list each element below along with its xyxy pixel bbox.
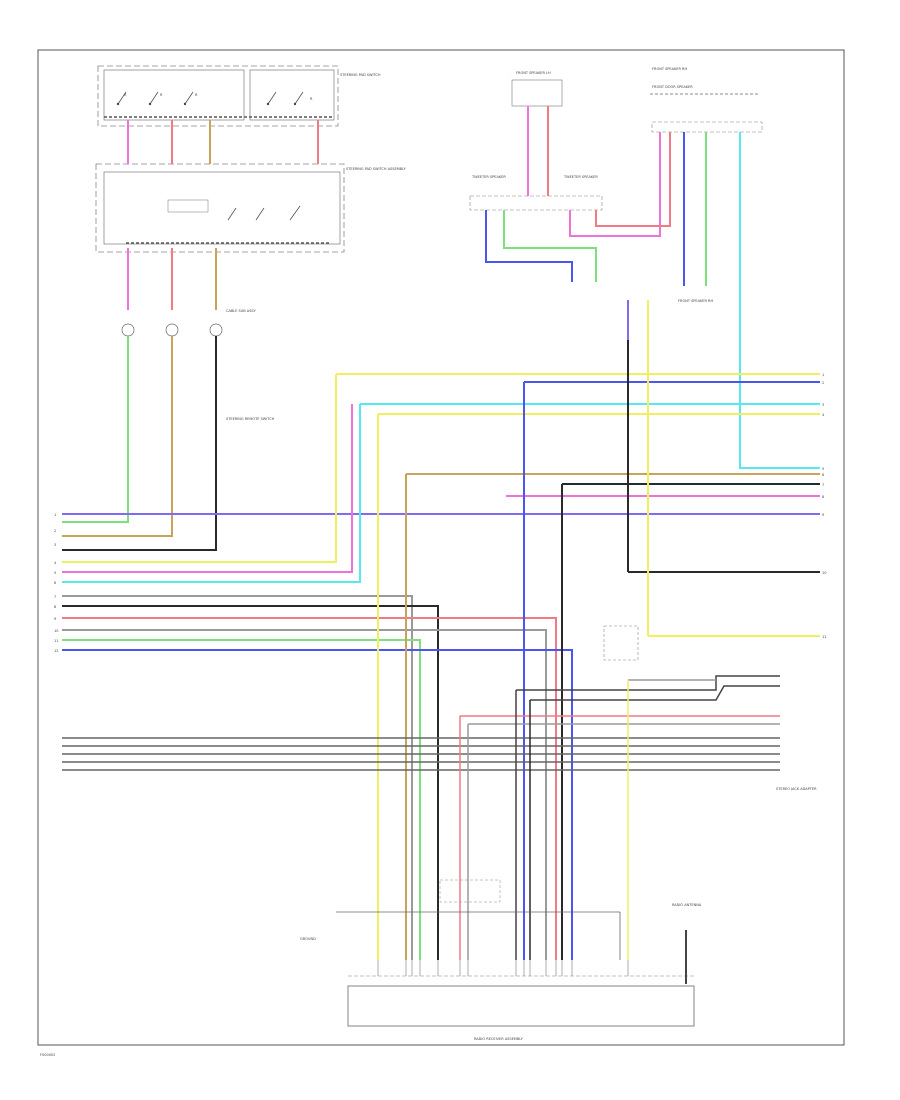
- horizontal-bus: [62, 300, 820, 637]
- figure-id: F000002: [40, 1053, 55, 1057]
- front-speaker-rh-2-label: FRONT SPEAKER RH: [678, 299, 713, 303]
- svg-text:2: 2: [822, 381, 824, 385]
- svg-text:10: 10: [822, 571, 826, 575]
- cable-sub-assy-label: CABLE SUB ASSY: [226, 309, 257, 313]
- tweeter-lh-label-2: TWEETER SPEAKER: [563, 175, 598, 179]
- left-bus-wires: [62, 374, 573, 960]
- front-speaker-rh-block: FRONT SPEAKER RH FRONT DOOR SPEAKER: [650, 67, 763, 133]
- svg-text:R: R: [310, 97, 313, 101]
- svg-text:R: R: [124, 93, 127, 97]
- svg-text:4: 4: [822, 413, 825, 417]
- svg-text:3: 3: [822, 403, 824, 407]
- steering-pad-switch-block: R R R R: [97, 65, 339, 127]
- svg-text:1: 1: [54, 513, 56, 517]
- steering-remote-switch-label: STEERING REMOTE SWITCH: [226, 417, 275, 421]
- svg-text:11: 11: [54, 639, 58, 643]
- switch-wires: [127, 120, 319, 310]
- svg-text:7: 7: [54, 595, 56, 599]
- left-vertical-wires: [62, 336, 217, 551]
- svg-text:5: 5: [822, 467, 824, 471]
- svg-text:5: 5: [54, 571, 56, 575]
- front-speaker-lh-block: FRONT SPEAKER LH: [511, 71, 563, 196]
- svg-text:6: 6: [822, 473, 824, 477]
- antenna-label: RADIO ANTENNA: [672, 903, 702, 907]
- radio-head-unit: [336, 879, 695, 1027]
- svg-text:R: R: [160, 93, 163, 97]
- tweeter-connectors: TWEETER SPEAKER TWEETER SPEAKER: [469, 175, 603, 211]
- spiral-cable-label: STEERING PAD SWITCH ASSEMBLY: [346, 167, 407, 171]
- ground-label: GROUND: [300, 937, 316, 941]
- front-door-speaker-label: FRONT DOOR SPEAKER: [652, 85, 693, 89]
- svg-text:8: 8: [822, 495, 824, 499]
- svg-text:7: 7: [822, 483, 824, 487]
- radio-pin-ticks: [377, 960, 629, 976]
- svg-text:4: 4: [54, 561, 57, 565]
- svg-text:2: 2: [54, 529, 56, 533]
- speaker-wires: [485, 132, 820, 469]
- radio-head-unit-label: RADIO RECEIVER ASSEMBLY: [474, 1037, 524, 1041]
- switch-group-label: STEERING PAD SWITCH: [340, 73, 381, 77]
- svg-text:11: 11: [822, 635, 826, 639]
- stereo-amp-label: STEREO JACK ADAPTER: [776, 787, 817, 791]
- tweeter-lh-label-1: TWEETER SPEAKER: [471, 175, 506, 179]
- svg-text:8: 8: [54, 605, 56, 609]
- svg-text:6: 6: [54, 581, 56, 585]
- connector-circles: [121, 323, 223, 337]
- front-speaker-rh-label: FRONT SPEAKER RH: [652, 67, 687, 71]
- right-pin-labels: 1 2 3 4 5 6 7 8 9 10 11: [822, 373, 826, 639]
- svg-text:9: 9: [54, 617, 56, 621]
- front-speaker-lh-label: FRONT SPEAKER LH: [516, 71, 551, 75]
- gray-harness: [62, 625, 780, 960]
- svg-text:12: 12: [54, 649, 58, 653]
- svg-text:10: 10: [54, 629, 58, 633]
- svg-text:9: 9: [822, 513, 824, 517]
- svg-text:1: 1: [822, 373, 824, 377]
- spiral-cable-block: [95, 163, 345, 253]
- diagram-frame: [37, 49, 845, 1046]
- svg-text:R: R: [195, 93, 198, 97]
- svg-text:3: 3: [54, 543, 56, 547]
